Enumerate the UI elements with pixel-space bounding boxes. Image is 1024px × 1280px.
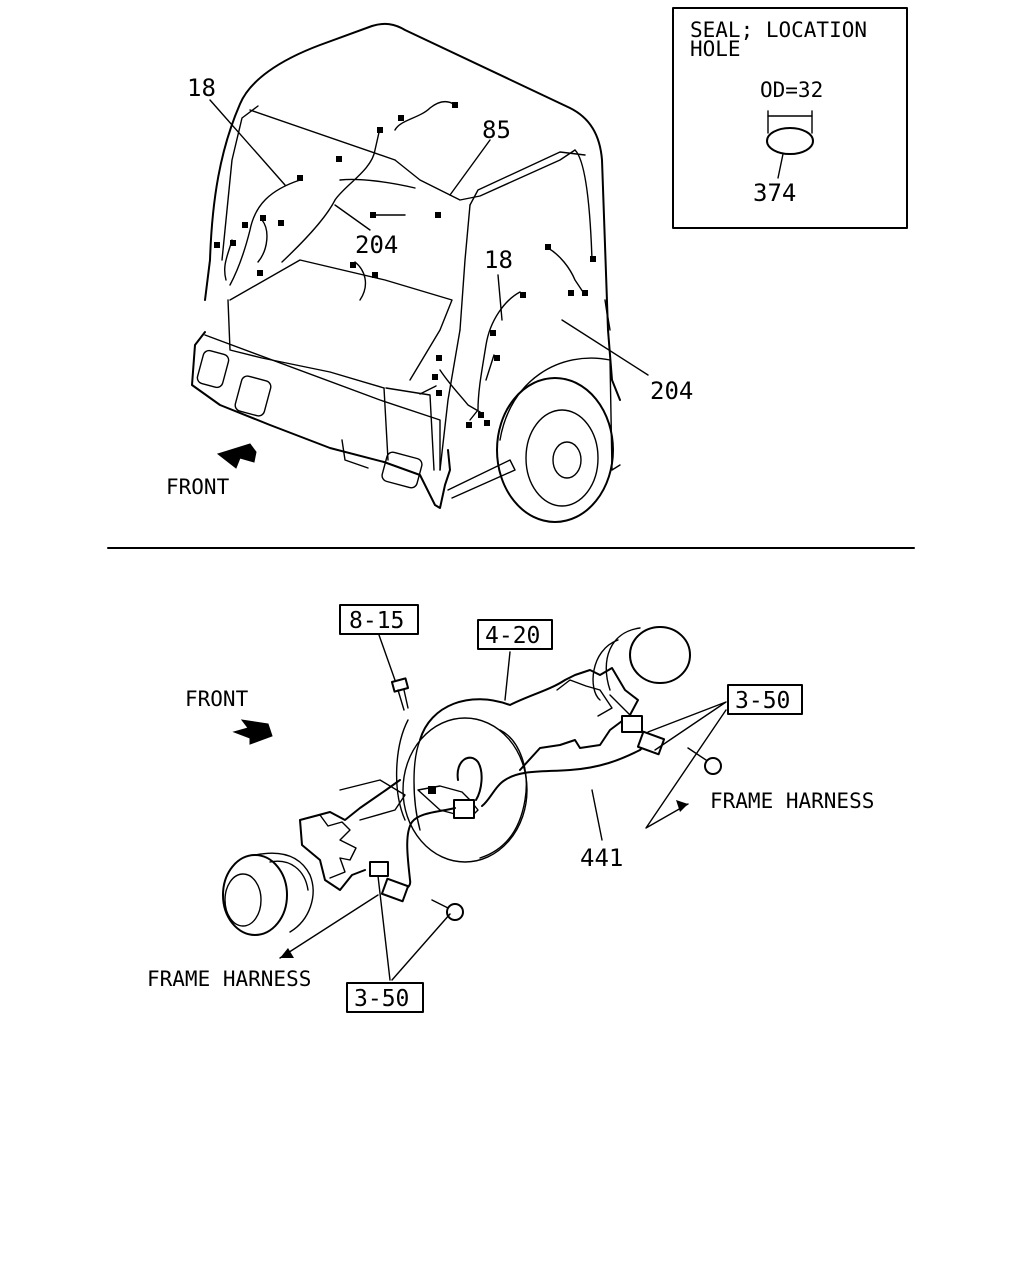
- leader-85: [449, 139, 491, 196]
- right-hub-outer: [629, 626, 691, 684]
- leader-204-center: [334, 204, 371, 231]
- callout-18-right: 18: [484, 246, 513, 274]
- leader-3-50-left: [377, 875, 451, 981]
- frame-harness-arrow-left: [279, 894, 379, 959]
- seal-hole-shape: [766, 127, 814, 155]
- ref-3-50-left: 3-50: [354, 986, 409, 1012]
- connector-left: [369, 861, 389, 877]
- ref-box-8-15: [339, 604, 419, 635]
- harness-wire-center: [281, 100, 456, 301]
- callout-204-center: 204: [355, 231, 398, 259]
- leader-18-left: [209, 99, 286, 186]
- ref-box-3-50-right: [727, 684, 803, 715]
- front-label-bottom: FRONT: [185, 687, 249, 711]
- callout-441: 441: [580, 844, 623, 872]
- wheel-hub: [552, 441, 582, 479]
- leader-18-right: [497, 274, 503, 321]
- cab-outline: [204, 22, 621, 401]
- ref-3-50-right: 3-50: [735, 688, 790, 714]
- leader-204-right: [561, 319, 649, 376]
- leader-374: [777, 153, 784, 179]
- callout-204-right: 204: [650, 377, 693, 405]
- bumper: [191, 331, 451, 509]
- ref-8-15: 8-15: [349, 608, 404, 634]
- wheel-tire: [496, 377, 614, 523]
- inset-frame: [672, 7, 908, 229]
- bolt-8-15-icon: [390, 677, 410, 711]
- connector-right-plug: [636, 730, 666, 756]
- ref-box-4-20: [477, 619, 553, 650]
- wire-harness-441: [481, 741, 649, 807]
- axle-housing: [299, 667, 639, 891]
- left-hub-outer: [222, 854, 288, 936]
- inset-title-line2: HOLE: [690, 37, 741, 61]
- inset-title-line1: SEAL; LOCATION: [690, 18, 867, 42]
- front-label-top: FRONT: [166, 475, 230, 499]
- differential-cover: [402, 717, 528, 863]
- harness-connectors: [214, 102, 596, 428]
- leader-3-50-right: [647, 701, 727, 751]
- callout-18-left: 18: [187, 74, 216, 102]
- od-dimension-label: OD=32: [760, 78, 823, 102]
- left-hub-inner: [224, 873, 262, 927]
- headlamp-left: [196, 349, 230, 389]
- wheel-rim: [525, 409, 599, 507]
- harness-wire-left: [223, 179, 301, 286]
- leader-441: [591, 789, 603, 841]
- sensor-loop: [456, 756, 483, 801]
- connector-left-plug: [380, 877, 410, 903]
- frame-harness-label-left: FRAME HARNESS: [147, 967, 311, 991]
- headlamp-left-2: [234, 375, 272, 417]
- front-arrow-icon: [216, 443, 257, 469]
- ref-4-20: 4-20: [485, 623, 540, 649]
- sensor-body: [453, 799, 475, 819]
- front-arrow-bottom-icon: [232, 719, 273, 745]
- leader-8-15: [378, 634, 397, 684]
- frame-harness-label-right: FRAME HARNESS: [710, 789, 874, 813]
- connector-right: [621, 715, 643, 733]
- axle-illustration: 8-15 4-20 3-50 3-50: [147, 604, 874, 1013]
- bolt-3-50-right-icon: [704, 757, 722, 775]
- headlamp-right: [381, 451, 423, 489]
- seal-location-inset: SEAL; LOCATION HOLE OD=32 374: [672, 7, 908, 229]
- bolt-3-50-left-icon: [446, 903, 464, 921]
- ref-box-3-50-left: [346, 982, 424, 1013]
- callout-374: 374: [753, 179, 796, 207]
- callout-85: 85: [482, 116, 511, 144]
- harness-wire-right: [439, 247, 586, 421]
- leader-4-20: [504, 651, 511, 701]
- frame-harness-arrow-right: [645, 709, 727, 829]
- cab-illustration: 18 85 204 18 204 FRONT: [166, 22, 693, 523]
